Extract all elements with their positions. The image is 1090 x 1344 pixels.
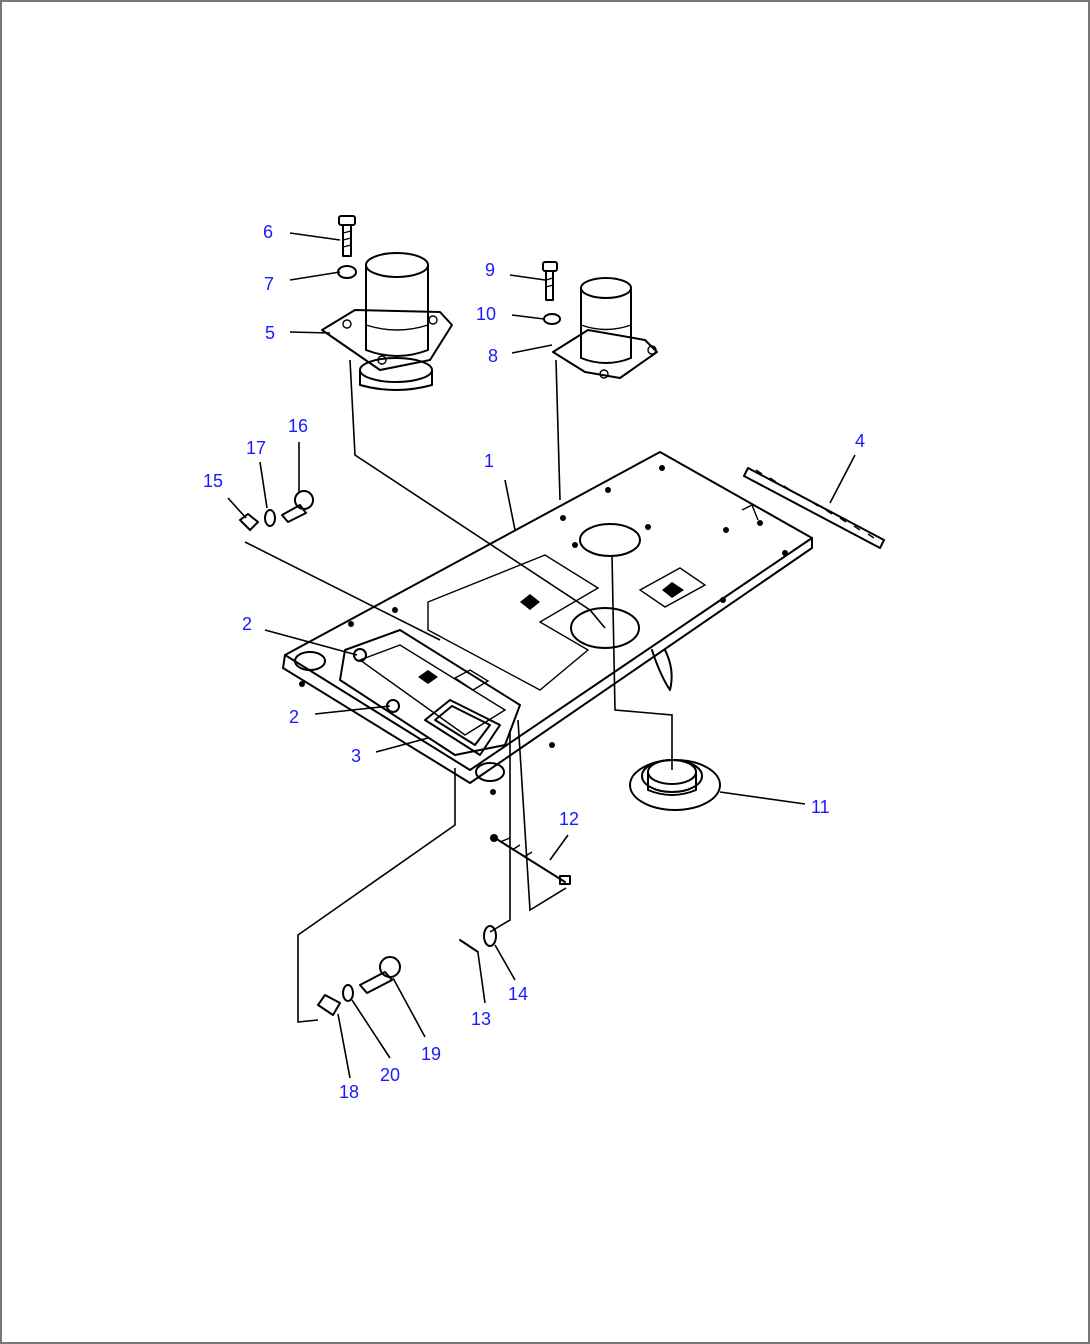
seal-strip bbox=[741, 467, 885, 549]
hose-clamp bbox=[651, 649, 673, 691]
callout-1: 1 bbox=[484, 451, 494, 471]
callout-labels: 1 2 2 3 4 5 6 7 8 9 10 11 12 13 14 15 16… bbox=[203, 222, 865, 1102]
hardware-18-20 bbox=[317, 956, 401, 1016]
callout-3: 3 bbox=[351, 746, 361, 766]
washer-14 bbox=[483, 925, 497, 947]
hardware-15-17 bbox=[239, 490, 314, 531]
grommet-11 bbox=[629, 759, 721, 811]
callout-11: 11 bbox=[811, 797, 830, 817]
callout-4: 4 bbox=[855, 431, 865, 451]
callout-10: 10 bbox=[476, 304, 496, 324]
inspection-cover bbox=[339, 629, 521, 756]
bolt-9 bbox=[542, 261, 558, 301]
callout-16: 16 bbox=[288, 416, 308, 436]
callout-8: 8 bbox=[488, 346, 498, 366]
callout-13: 13 bbox=[471, 1009, 491, 1029]
washer-7 bbox=[337, 265, 357, 279]
bolt-6 bbox=[338, 215, 356, 257]
callout-12: 12 bbox=[559, 809, 579, 829]
callout-15: 15 bbox=[203, 471, 223, 491]
boot-right bbox=[552, 277, 658, 379]
callout-6: 6 bbox=[263, 222, 273, 242]
boot-left bbox=[321, 252, 453, 391]
callout-9: 9 bbox=[485, 260, 495, 280]
callout-2-upper: 2 bbox=[242, 614, 252, 634]
assembly-lines bbox=[244, 359, 673, 1023]
callout-5: 5 bbox=[265, 323, 275, 343]
callout-14: 14 bbox=[508, 984, 528, 1004]
callout-20: 20 bbox=[380, 1065, 400, 1085]
rod-12 bbox=[490, 834, 571, 885]
washer-10 bbox=[543, 313, 561, 325]
callout-17: 17 bbox=[246, 438, 266, 458]
pin-13 bbox=[459, 939, 479, 953]
floor-plate bbox=[282, 451, 813, 795]
callout-19: 19 bbox=[421, 1044, 441, 1064]
leader-lines bbox=[227, 232, 856, 1079]
callout-7: 7 bbox=[264, 274, 274, 294]
callout-18: 18 bbox=[339, 1082, 359, 1102]
callout-2-lower: 2 bbox=[289, 707, 299, 727]
